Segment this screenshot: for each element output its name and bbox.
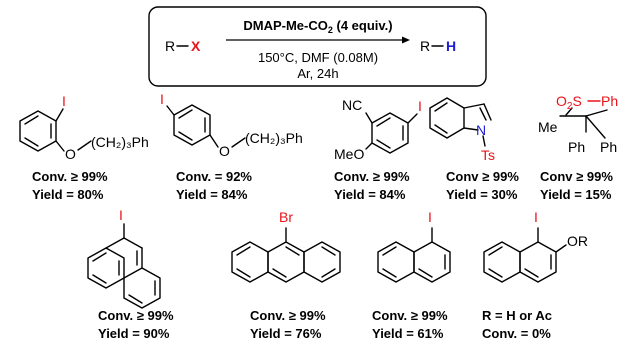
compound-7: Br Conv. ≥ 99% Yield = 76% [231,209,341,341]
reaction-equation: R X DMAP-Me-CO2 (4 equiv.) 150°C, DMF (0… [148,6,487,87]
condition-line-1: 150°C, DMF (0.08M) [258,50,378,65]
compound-5: O2S Ph Me Ph Ph Conv ≥ 99% Yield = 15% [538,93,618,202]
nitrogen-label: N [476,122,486,138]
conversion-1: Conv. ≥ 99% [32,169,108,184]
phenyl-label-3: Ph [600,139,617,155]
conversion-5: Conv ≥ 99% [540,169,613,184]
yield-5: Yield = 15% [540,187,612,202]
chain-label: (CH₂)₃Ph [245,130,303,146]
nitrile-label: NC [342,97,362,113]
iodine-label: I [534,209,538,225]
conversion-6: Conv. ≥ 99% [98,308,174,323]
yield-7: Yield = 76% [250,326,322,341]
compound-8: I Conv. ≥ 99% Yield = 61% [372,209,451,341]
sulfonyl-label: O2S [556,93,582,112]
or-label: OR [567,233,588,249]
yield-8: Yield = 61% [372,326,444,341]
yield-3: Yield = 84% [334,187,406,202]
tosyl-label: Ts [481,147,495,163]
substituent-note-9: R = H or Ac [482,308,552,323]
compound-9: I OR R = H or Ac Conv. = 0% [482,209,588,341]
compound-2: I O (CH₂)₃Ph Conv. = 92% Yield = 84% [160,91,303,202]
conversion-3: Conv. ≥ 99% [334,169,410,184]
compound-6: I Conv. ≥ 99% Yield = 90% [87,207,174,341]
yield-2: Yield = 84% [176,187,248,202]
reactant-r: R [165,38,175,54]
product-h: H [446,38,456,54]
yield-4: Yield = 30% [446,187,518,202]
arrow-head [402,36,410,44]
conversion-2: Conv. = 92% [176,169,252,184]
compound-4: N Ts Conv ≥ 99% Yield = 30% [429,97,519,202]
reagent-label: DMAP-Me-CO2 (4 equiv.) [243,18,392,35]
conversion-7: Conv. ≥ 99% [250,308,326,323]
conversion-4: Conv ≥ 99% [446,169,519,184]
condition-line-2: Ar, 24h [297,66,338,81]
conversion-9: Conv. = 0% [482,326,551,341]
oxygen-label: O [65,146,76,162]
reaction-box [148,6,487,87]
yield-1: Yield = 80% [32,187,104,202]
iodine-label: I [62,93,66,109]
iodine-label: I [119,207,123,223]
bromine-label: Br [279,209,293,225]
reactant-x: X [191,38,201,54]
compound-1: I O (CH₂)₃Ph Conv. ≥ 99% Yield = 80% [19,93,149,202]
oxygen-label: O [219,143,230,159]
phenyl-label: Ph [601,93,618,109]
product-r: R [420,38,430,54]
yield-6: Yield = 90% [98,326,170,341]
phenyl-label-2: Ph [568,139,585,155]
conversion-8: Conv. ≥ 99% [372,308,448,323]
compound-3: NC I MeO Conv. ≥ 99% Yield = 84% [334,97,422,202]
methyl-label: Me [538,119,558,135]
iodine-label: I [428,209,432,225]
methoxy-label: MeO [334,146,364,162]
iodine-label: I [160,91,164,107]
chain-label: (CH₂)₃Ph [91,134,149,150]
iodine-label: I [418,98,422,114]
